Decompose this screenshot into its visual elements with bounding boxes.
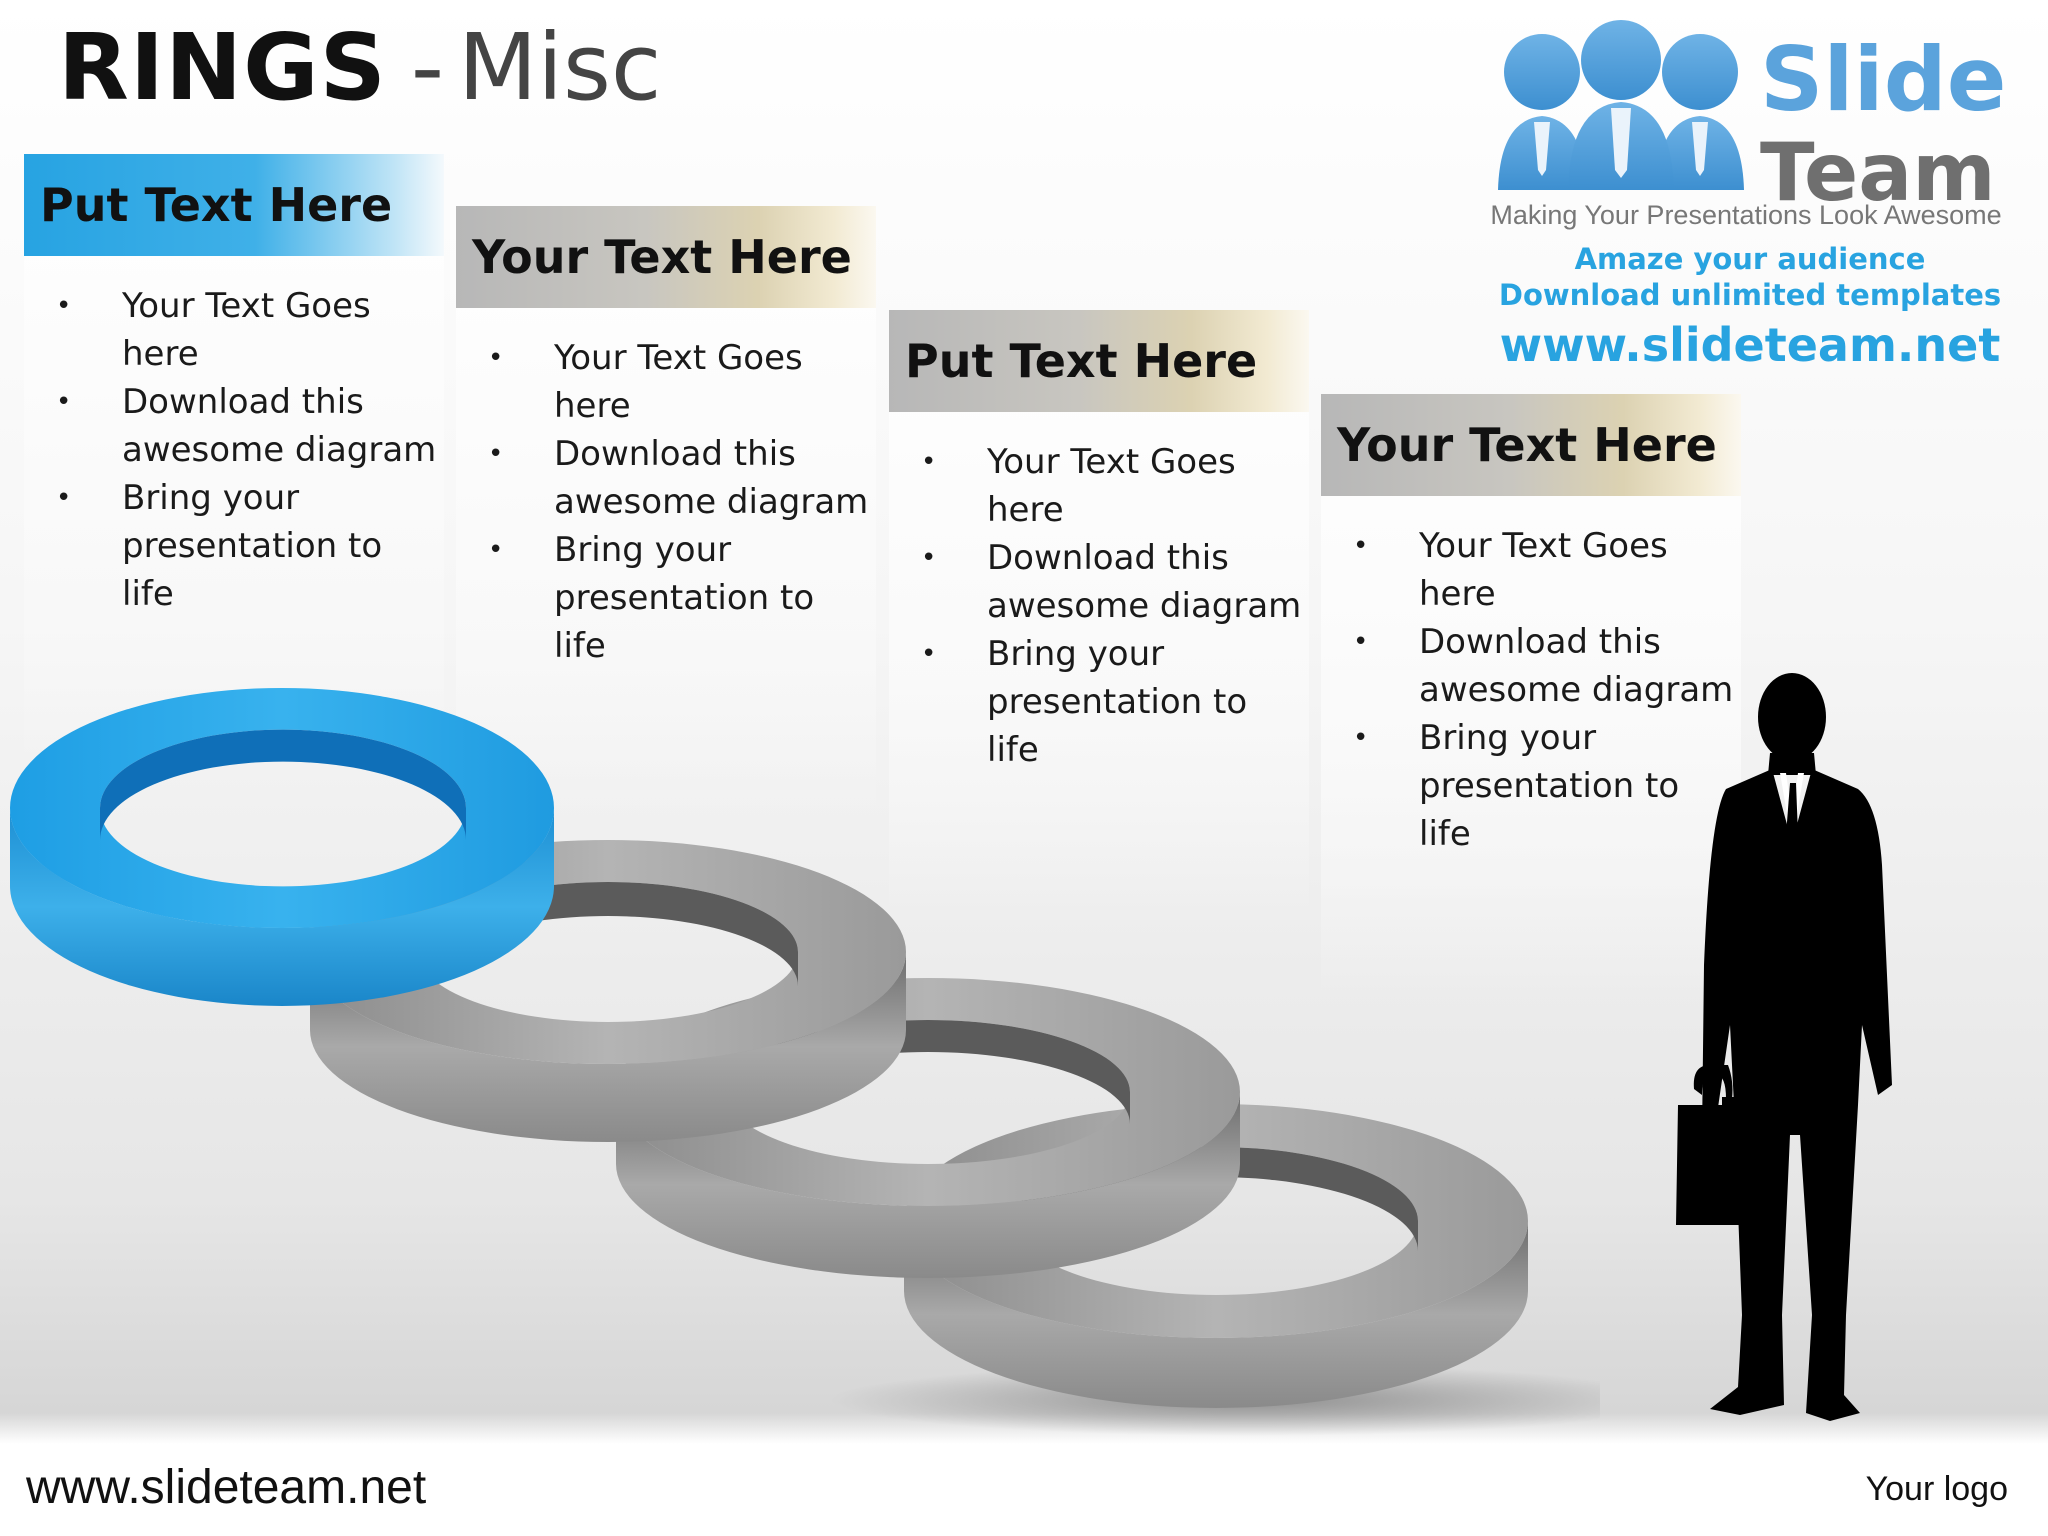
businessman-silhouette-icon [1676, 673, 1892, 1421]
logo-url[interactable]: www.slideteam.net [1499, 318, 2001, 372]
bullet-glyph: • [921, 447, 937, 477]
text-panel-3: Put Text Here • Your Text Goes here • Down… [889, 310, 1309, 920]
slideteam-logo: Slide Team Making Your Presentations Loo… [1470, 20, 2030, 380]
logo-word-slide: Slide [1760, 28, 2007, 131]
bullet-item: • Bring your presentation to life [56, 474, 442, 618]
ring-1-highlight [9, 687, 554, 1006]
bullet-text: Download this awesome diagram [987, 538, 1302, 626]
text-panel-4: Your Text Here • Your Text Goes here • Dow… [1321, 394, 1741, 1004]
title-main: RINGS [58, 14, 387, 121]
bullet-text: Your Text Goes here [554, 338, 803, 426]
bullet-glyph: • [488, 343, 504, 373]
bullet-item: • Your Text Goes here [56, 282, 442, 378]
bullet-text: Bring your presentation to life [987, 634, 1248, 770]
bullet-item: • Your Text Goes here [1353, 522, 1739, 618]
bullet-list: • Your Text Goes here • Download this awes… [456, 334, 876, 670]
bullet-text: Download this awesome diagram [122, 382, 437, 470]
bullet-item: • Bring your presentation to life [1353, 714, 1739, 858]
panel-title: Put Text Here [24, 154, 444, 256]
people-group-icon [1498, 20, 1744, 190]
bullet-glyph: • [488, 535, 504, 565]
bullet-item: • Download this awesome diagram [488, 430, 874, 526]
bullet-text: Bring your presentation to life [122, 478, 383, 614]
panel-title: Your Text Here [1321, 394, 1741, 496]
logo-promo-line2: Download unlimited templates [1498, 278, 2002, 312]
text-panel-2: Your Text Here • Your Text Goes here • Dow… [456, 206, 876, 816]
title-sub: Misc [458, 14, 662, 121]
bullet-item: • Your Text Goes here [921, 438, 1307, 534]
bullet-glyph: • [56, 291, 72, 321]
bullet-item: • Download this awesome diagram [1353, 618, 1739, 714]
bullet-glyph: • [1353, 531, 1369, 561]
bullet-glyph: • [921, 543, 937, 573]
bullet-text: Your Text Goes here [1419, 526, 1668, 614]
stacked-rings-diagram [9, 687, 1600, 1436]
logo-tagline: Making Your Presentations Look Awesome [1490, 200, 2002, 230]
logo-promo-line1: Amaze your audience [1574, 242, 1926, 276]
text-panel-1: Put Text Here • Your Text Goes here • Down… [24, 154, 444, 764]
bullet-list: • Your Text Goes here • Download this awes… [889, 438, 1309, 774]
bullet-item: • Bring your presentation to life [921, 630, 1307, 774]
bullet-text: Bring your presentation to life [1419, 718, 1680, 854]
logo-word-team: Team [1760, 126, 1996, 219]
bullet-item: • Download this awesome diagram [921, 534, 1307, 630]
bullet-text: Bring your presentation to life [554, 530, 815, 666]
bullet-glyph: • [56, 483, 72, 513]
bullet-text: Your Text Goes here [122, 286, 371, 374]
bullet-list: • Your Text Goes here • Download this awes… [1321, 522, 1741, 858]
bullet-text: Download this awesome diagram [1419, 622, 1734, 710]
bullet-glyph: • [1353, 723, 1369, 753]
bullet-text: Download this awesome diagram [554, 434, 869, 522]
bullet-glyph: • [56, 387, 72, 417]
bullet-glyph: • [921, 639, 937, 669]
slide-title: RINGS-Misc [58, 22, 662, 114]
bullet-glyph: • [1353, 627, 1369, 657]
bullet-glyph: • [488, 439, 504, 469]
panel-title: Put Text Here [889, 310, 1309, 412]
bullet-text: Your Text Goes here [987, 442, 1236, 530]
footer-url[interactable]: www.slideteam.net [26, 1461, 427, 1514]
bullet-item: • Download this awesome diagram [56, 378, 442, 474]
bullet-list: • Your Text Goes here • Download this awes… [24, 282, 444, 618]
bullet-item: • Your Text Goes here [488, 334, 874, 430]
footer-logo-placeholder: Your logo [1865, 1470, 2008, 1508]
bullet-item: • Bring your presentation to life [488, 526, 874, 670]
panel-title: Your Text Here [456, 206, 876, 308]
title-separator: - [410, 14, 445, 121]
